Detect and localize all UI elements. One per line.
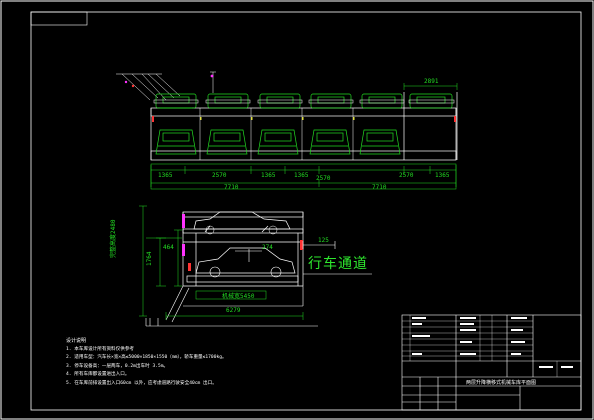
elevation-lower-car <box>195 247 296 274</box>
design-notes-title: 设计说明 <box>66 338 87 344</box>
elevation-upper-car <box>193 211 291 230</box>
plan-dim-6: 2570 <box>399 172 414 179</box>
plan-frame <box>150 92 458 161</box>
plan-top-dimension-label: 2891 <box>424 78 439 85</box>
pit-outline <box>145 285 318 327</box>
plan-car-upper-6 <box>409 93 453 109</box>
plan-lower-cars <box>155 129 401 155</box>
pit-width-label: 机械宽5450 <box>222 293 255 300</box>
plan-dim-7: 1365 <box>435 172 450 179</box>
design-note-item: 1. 本车库设计所有资料仅供参考 <box>66 346 135 352</box>
plan-dim-1: 1365 <box>158 172 173 179</box>
elevation-view <box>139 205 372 327</box>
plan-view <box>116 71 458 190</box>
plan-upper-cars <box>155 93 453 109</box>
plan-total-right: 7710 <box>372 184 387 191</box>
elevation-overall-width: 6279 <box>226 307 241 314</box>
plan-car-lower-1 <box>155 129 197 155</box>
drawing-corner-box <box>30 11 88 26</box>
plan-car-lower-5 <box>359 129 401 155</box>
plan-car-upper-2 <box>207 93 249 109</box>
design-note-item: 3. 停车设备高：一层两车，0.2m出车时 3.5m。 <box>66 363 169 369</box>
plan-dim-3: 1365 <box>261 172 276 179</box>
plan-car-upper-3 <box>259 93 301 109</box>
plan-car-upper-4 <box>310 93 352 109</box>
driveway-label: 行车通道 <box>308 256 368 272</box>
plan-callout-leaders <box>116 71 216 101</box>
design-note-item: 4. 所有车库都设置进出入口。 <box>66 372 130 378</box>
design-note-item: 5. 在车库前排设置出入口60cm 以外，应考虑道路行驶安全40cm 出口。 <box>66 380 217 386</box>
plan-car-upper-5 <box>361 93 403 109</box>
design-note-item: 2. 适用车型：汽车长×宽×高≤5000×1850×1550（mm），轿车重量≤… <box>66 355 227 361</box>
plan-dim-5: 2570 <box>316 175 331 182</box>
elevation-level-height: 1764 <box>146 251 153 266</box>
plan-top-dimension <box>403 83 458 90</box>
design-notes: 设计说明 1. 本车库设计所有资料仅供参考 2. 适用车型：汽车长×宽×高≤50… <box>66 337 227 389</box>
elevation-bottom-dimension <box>165 290 304 320</box>
plan-dim-4: 1365 <box>294 172 309 179</box>
plan-total-left: 7710 <box>224 184 239 191</box>
lane-marker <box>302 241 372 275</box>
plan-car-lower-3 <box>257 129 299 155</box>
elevation-lane-offset: 125 <box>318 237 329 244</box>
plan-dim-2: 2570 <box>212 172 227 179</box>
elevation-vertical-dimensions <box>139 205 182 317</box>
plan-car-upper-1 <box>155 93 197 109</box>
elevation-height-label: 完整高度2480 <box>110 219 117 258</box>
drawing-inner-border <box>30 11 582 411</box>
elevation-small-dim: 464 <box>163 244 174 251</box>
title-block <box>401 314 582 411</box>
elevation-mid-dim: 274 <box>262 244 273 251</box>
plan-car-lower-2 <box>206 129 248 155</box>
elevation-structure <box>182 211 304 287</box>
title-block-project-title: 两层升降横移式机械车库平面图 <box>466 380 537 386</box>
plan-bottom-dimensions <box>150 163 457 190</box>
plan-car-lower-4 <box>309 129 351 155</box>
